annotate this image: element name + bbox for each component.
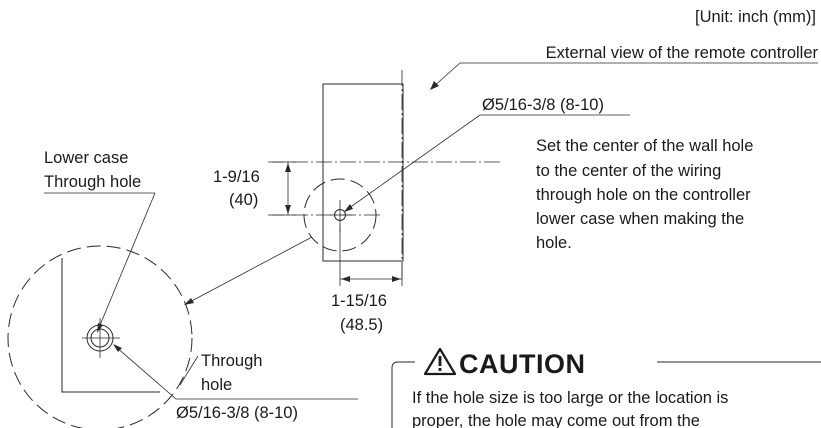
caution-line-2: proper, the hole may come out from the [412, 412, 700, 428]
remote-controller-outline [322, 83, 404, 262]
instruction-line-4: lower case when making the [536, 210, 744, 228]
external-view-label: External view of the remote controller [546, 44, 819, 62]
warning-triangle-icon [423, 347, 457, 376]
detail-circle-large [7, 245, 193, 428]
through-hole-label-line-1: Through [201, 352, 262, 370]
horizontal-dimension [339, 225, 403, 286]
lower-dia-leader [113, 344, 358, 400]
dim-horizontal-mm: (48.5) [340, 316, 383, 334]
hole-diameter-upper: Ø5/16-3/8 (8-10) [482, 96, 604, 114]
through-hole-indicator [179, 355, 199, 386]
detail-circle-small [303, 178, 377, 252]
unit-label: [Unit: inch (mm)] [695, 8, 816, 26]
caution-title: CAUTION [459, 349, 586, 379]
through-hole-label-line-2: hole [201, 376, 232, 394]
lower-case-label: Lower case [44, 149, 128, 167]
dim-horizontal-inch: 1-15/16 [331, 292, 387, 310]
instruction-line-1: Set the center of the wall hole [536, 137, 753, 155]
hole-diameter-lower: Ø5/16-3/8 (8-10) [176, 404, 298, 422]
instruction-line-3: through hole on the controller [536, 186, 751, 204]
external-view-leader [430, 62, 818, 90]
dim-vertical-mm: (40) [229, 191, 258, 209]
caution-line-1: If the hole size is too large or the loc… [412, 389, 728, 407]
detail-arrow [184, 236, 313, 305]
lower-case-leader [44, 192, 156, 333]
dim-vertical-inch: 1-9/16 [213, 168, 260, 186]
caution-box [391, 361, 821, 428]
instruction-line-2: to the center of the wiring [536, 162, 721, 180]
lower-case-outline [61, 258, 160, 393]
upper-dia-leader [344, 114, 630, 212]
vertical-dimension [272, 161, 296, 216]
through-hole-label-top: Through hole [44, 173, 141, 191]
instruction-line-5: hole. [536, 234, 572, 252]
